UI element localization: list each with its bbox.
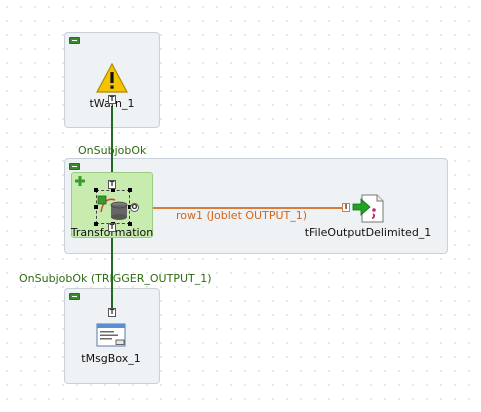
warning-triangle-icon [96,62,128,93]
joblet-label[interactable]: Transformation [70,226,154,239]
output-component[interactable] [352,192,384,224]
selection-handle[interactable] [94,188,98,192]
selection-handle[interactable] [94,205,98,209]
joblet-icon [97,192,129,224]
msgbox-label[interactable]: tMsgBox_1 [81,352,141,365]
onsubjobok-label-1: OnSubjobOk [78,144,147,157]
warn-trigger-connector[interactable]: T [108,95,116,104]
joblet-trigger-connector-bottom[interactable]: T [108,223,116,232]
collapse-subjob-button[interactable] [69,163,80,170]
message-box-icon [96,323,126,347]
output-label[interactable]: tFileOutputDelimited_1 [304,226,432,239]
joblet-output-connector[interactable]: O [130,203,139,212]
msgbox-trigger-connector[interactable]: T [108,308,116,317]
warn-component[interactable] [96,62,128,94]
file-output-delimited-icon [352,194,384,223]
row-link[interactable] [137,207,342,209]
selection-handle[interactable] [128,188,132,192]
selection-handle[interactable] [94,222,98,226]
collapse-subjob-button[interactable] [69,37,80,44]
msgbox-component[interactable] [96,322,128,350]
selection-handle[interactable] [111,188,115,192]
collapse-subjob-button[interactable] [69,293,80,300]
joblet-add-icon[interactable] [75,176,85,186]
selection-handle[interactable] [128,222,132,226]
output-input-connector[interactable]: I [342,203,350,212]
row-link-label: row1 (Joblet OUTPUT_1) [176,209,308,222]
joblet-trigger-connector-top[interactable]: T [108,180,116,189]
onsubjobok-link-2[interactable] [111,232,113,308]
onsubjobok-label-2: OnSubjobOk (TRIGGER_OUTPUT_1) [19,272,212,285]
onsubjobok-link-1[interactable] [111,106,113,180]
